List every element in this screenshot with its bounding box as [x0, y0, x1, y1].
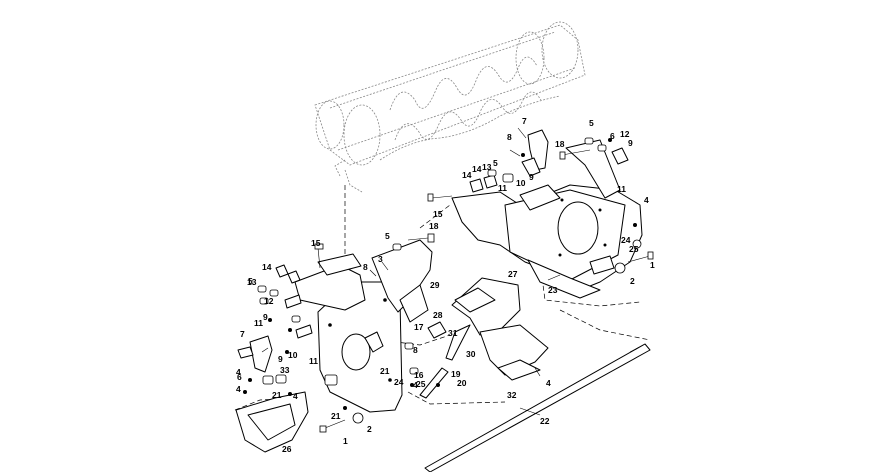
callout-label: 4 [236, 367, 241, 377]
callout-label: 13 [482, 162, 492, 172]
callout-label: 6 [610, 131, 615, 141]
left-side-plate [294, 239, 433, 413]
callout-label: 28 [433, 310, 443, 320]
callout-label: 11 [309, 356, 318, 366]
callout-label: 4 [546, 378, 551, 388]
callout-label: 24 [621, 235, 631, 245]
callout-label: 9 [263, 312, 268, 322]
callout-label: 21 [380, 366, 390, 376]
callout-label: 11 [254, 318, 263, 328]
callout-label: 13 [247, 277, 257, 287]
callout-label: 10 [516, 178, 526, 188]
callout-labels: 1 1 2 2 3 4 4 4 4 4 4 5 5 5 5 6 6 7 7 8 … [236, 116, 655, 454]
callout-label: 11 [617, 184, 626, 194]
center-small-parts [275, 321, 471, 399]
callout-label: 14 [462, 170, 472, 180]
callout-label: 17 [414, 322, 424, 332]
callout-label: 1 [343, 436, 348, 446]
callout-label: 32 [507, 390, 517, 400]
callout-label: 31 [448, 328, 458, 338]
callout-label: 10 [288, 350, 298, 360]
callout-label: 4 [644, 195, 649, 205]
callout-label: 4 [413, 380, 418, 390]
callout-label: 20 [457, 378, 467, 388]
callout-label: 8 [413, 345, 418, 355]
callout-label: 30 [466, 349, 476, 359]
callout-label: 9 [529, 172, 534, 182]
callout-label: 5 [248, 276, 253, 286]
callout-label: 3 [378, 254, 383, 264]
right-top-brackets [469, 129, 629, 193]
callout-label: 12 [264, 296, 274, 306]
callout-label: 12 [620, 129, 630, 139]
phantom-rotor [314, 21, 586, 193]
callout-label: 6 [237, 372, 242, 382]
callout-label: 2 [367, 424, 372, 434]
callout-label: 27 [508, 269, 518, 279]
callout-label: 25 [416, 379, 426, 389]
right-gear-housing [451, 139, 643, 299]
callout-label: 18 [429, 221, 439, 231]
callout-label: 16 [414, 370, 424, 380]
callout-label: 24 [394, 377, 404, 387]
callout-label: 25 [629, 244, 639, 254]
callout-label: 21 [272, 390, 282, 400]
callout-label: 15 [433, 209, 443, 219]
callout-label: 1 [650, 260, 655, 270]
callout-label: 7 [522, 116, 527, 126]
callout-label: 14 [262, 262, 272, 272]
callout-label: 22 [540, 416, 550, 426]
center-covers [451, 277, 549, 381]
callout-label: 33 [280, 365, 290, 375]
callout-label: 11 [498, 183, 507, 193]
callout-label: 15 [311, 238, 321, 248]
callout-label: 14 [472, 164, 482, 174]
left-bracket [237, 264, 313, 385]
callout-label: 7 [240, 329, 245, 339]
callout-label: 5 [493, 158, 498, 168]
callout-label: 4 [236, 384, 241, 394]
fasteners [243, 138, 654, 433]
callout-label: 21 [331, 411, 341, 421]
callout-label: 18 [555, 139, 565, 149]
callout-label: 29 [430, 280, 440, 290]
bottom-left-cover [235, 391, 309, 453]
drive-shaft [424, 343, 651, 472]
callout-label: 5 [385, 231, 390, 241]
callout-label: 19 [451, 369, 461, 379]
callout-label: 4 [293, 391, 298, 401]
callout-label: 9 [628, 138, 633, 148]
callout-label: 26 [282, 444, 292, 454]
leader-lines [261, 127, 561, 416]
callout-label: 23 [548, 285, 558, 295]
callout-label: 8 [507, 132, 512, 142]
callout-label: 2 [630, 276, 635, 286]
callout-label: 5 [589, 118, 594, 128]
callout-label: 9 [278, 354, 283, 364]
callout-label: 8 [363, 262, 368, 272]
